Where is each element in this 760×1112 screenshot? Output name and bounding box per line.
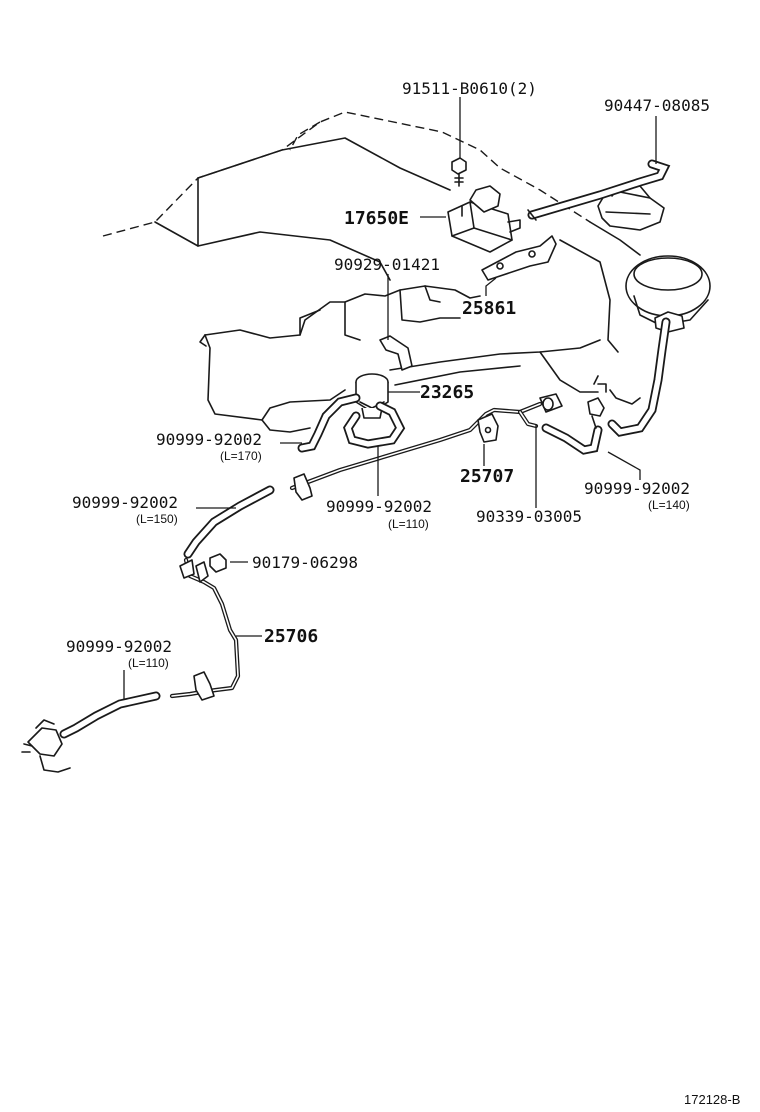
- label-bolt: 91511-B0610(2): [402, 79, 537, 98]
- hose-l140: [541, 375, 607, 455]
- label-vsv: 17650E: [344, 208, 409, 229]
- label-clip: 25707: [460, 466, 514, 487]
- hose-l110-lower: [21, 691, 161, 773]
- nut-90179-06298: [209, 553, 227, 573]
- label-bracket: 25861: [462, 298, 516, 319]
- label-hose-top-right: 90447-08085: [604, 96, 710, 115]
- pipe-25706: [169, 557, 241, 701]
- label-hose-e: 90999-92002: [66, 637, 172, 656]
- air-pump-dome: [597, 185, 711, 333]
- bolt-91511-b0610: [451, 157, 467, 187]
- part-labels: 91511-B0610(2) 90447-08085 17650E 90929-…: [66, 79, 740, 1107]
- label-valve: 23265: [420, 382, 474, 403]
- reference-code: 172128-B: [684, 1092, 740, 1107]
- label-hose-a: 90999-92002: [156, 430, 262, 449]
- label-joint: 90339-03005: [476, 507, 582, 526]
- label-hose-c-length: (L=110): [388, 517, 429, 531]
- engine-outline: [102, 111, 641, 433]
- label-hose-b: 90999-92002: [72, 493, 178, 512]
- label-hose-c: 90999-92002: [326, 497, 432, 516]
- hose-l110-middle: [343, 401, 406, 449]
- label-clamp-top: 90929-01421: [334, 255, 440, 274]
- bracket-25861: [481, 235, 557, 281]
- hose-90447-08085: [527, 159, 671, 221]
- label-hose-d: 90999-92002: [584, 479, 690, 498]
- hose-l150: [183, 473, 313, 559]
- label-hose-e-length: (L=110): [128, 656, 169, 670]
- leader-lines: [123, 97, 657, 700]
- clamp-90929-01421: [379, 335, 413, 371]
- label-nut: 90179-06298: [252, 553, 358, 572]
- label-pipe: 25706: [264, 626, 318, 647]
- clip-25707: [477, 413, 499, 443]
- hose-l170: [297, 393, 361, 453]
- joint-90339-03005: [539, 393, 563, 413]
- label-hose-a-length: (L=170): [220, 449, 262, 463]
- vsv-17650e: [447, 185, 521, 253]
- label-hose-d-length: (L=140): [648, 498, 690, 512]
- label-hose-b-length: (L=150): [136, 512, 178, 526]
- hose-dome-right: [607, 317, 671, 437]
